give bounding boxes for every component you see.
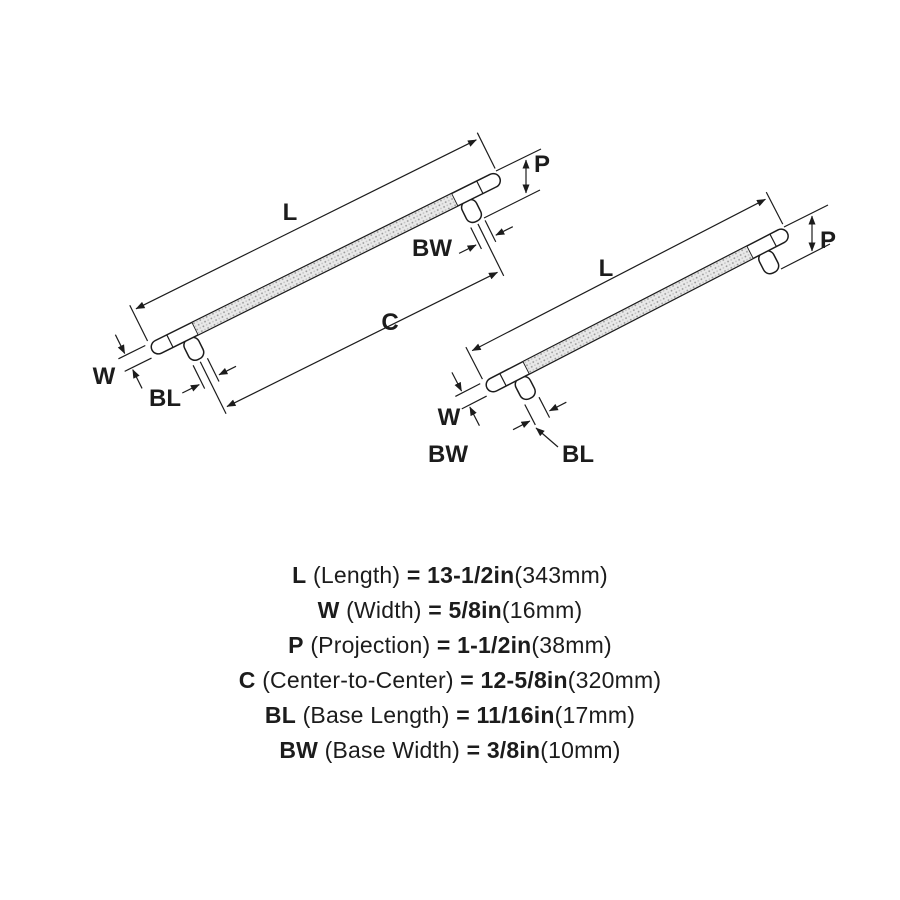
knurl-texture: [191, 192, 459, 336]
legend-row-length: L (Length) = 13-1/2in(343mm): [0, 558, 900, 593]
dim-W-left: [114, 334, 152, 389]
legend-row-base-width: BW (Base Width) = 3/8in(10mm): [0, 733, 900, 768]
legend-imperial: 3/8in: [486, 737, 541, 763]
dim-P-right: [780, 204, 831, 270]
dim-label-C-left: C: [381, 309, 398, 336]
dim-BL-left: [182, 357, 237, 394]
legend-symbol: P: [288, 632, 304, 658]
legend-term: (Width): [346, 597, 422, 623]
legend-term: (Center-to-Center): [262, 667, 454, 693]
legend-equals: =: [436, 632, 451, 658]
legend-imperial: 13-1/2in: [427, 562, 515, 588]
dim-label-P-left: P: [534, 151, 550, 178]
dimension-legend: L (Length) = 13-1/2in(343mm) W (Width) =…: [0, 558, 900, 768]
legend-metric: (343mm): [514, 562, 608, 588]
legend-equals: =: [428, 597, 442, 623]
dim-label-BL-left: BL: [149, 385, 181, 412]
dim-label-W-left: W: [93, 363, 116, 390]
legend-row-center-to-center: C (Center-to-Center) = 12-5/8in(320mm): [0, 663, 900, 698]
legend-symbol: BW: [279, 737, 319, 763]
legend-equals: =: [460, 667, 474, 693]
dim-label-L-right: L: [599, 255, 614, 282]
legend-symbol: W: [317, 597, 340, 623]
legend-symbol: BL: [264, 702, 296, 728]
ferrule-line-left: [166, 334, 174, 348]
dim-L-left: [129, 132, 496, 342]
legend-term: (Base Length): [302, 702, 450, 728]
legend-symbol: L: [292, 562, 307, 588]
dim-label-P-right: P: [820, 227, 836, 254]
legend-metric: (10mm): [540, 737, 621, 763]
legend-term: (Length): [313, 562, 401, 588]
handle-right: [485, 228, 789, 401]
legend-equals: =: [456, 702, 470, 728]
dim-W-right: [451, 372, 487, 426]
legend-metric: (16mm): [501, 597, 583, 623]
dim-L-right: [465, 191, 784, 380]
legend-term: (Projection): [310, 632, 431, 658]
ferrule-line-left: [499, 373, 507, 387]
legend-symbol: C: [238, 667, 256, 693]
dim-BW-right: [512, 396, 567, 431]
dim-label-W-right: W: [438, 404, 461, 431]
dim-label-L-left: L: [283, 199, 298, 226]
legend-term: (Base Width): [324, 737, 460, 763]
dim-label-BW-right: BW: [428, 441, 468, 468]
right-handle-view: [451, 191, 789, 431]
legend-imperial: 5/8in: [448, 597, 502, 623]
left-handle-view: [114, 132, 514, 414]
dim-label-BL-right: BL: [562, 441, 594, 468]
legend-row-base-length: BL (Base Length) = 11/16in(17mm): [0, 698, 900, 733]
dim-label-BW-left: BW: [412, 235, 452, 262]
dimension-labels: L P BW C W BL L P W BW BL: [93, 151, 836, 468]
legend-imperial: 12-5/8in: [480, 667, 568, 693]
legend-metric: (38mm): [531, 632, 612, 658]
legend-row-projection: P (Projection) = 1-1/2in(38mm): [0, 628, 900, 663]
legend-equals: =: [406, 562, 421, 588]
legend-metric: (17mm): [554, 702, 636, 728]
legend-equals: =: [466, 737, 481, 763]
legend-imperial: 1-1/2in: [457, 632, 532, 658]
legend-row-width: W (Width) = 5/8in(16mm): [0, 593, 900, 628]
legend-metric: (320mm): [567, 667, 662, 693]
ferrule-line-right: [476, 180, 484, 194]
knurl-texture: [522, 245, 754, 375]
ferrule-line-right: [769, 233, 777, 247]
legend-imperial: 11/16in: [476, 702, 555, 728]
handle-left: [150, 172, 502, 362]
dim-BL-right: [535, 427, 559, 448]
